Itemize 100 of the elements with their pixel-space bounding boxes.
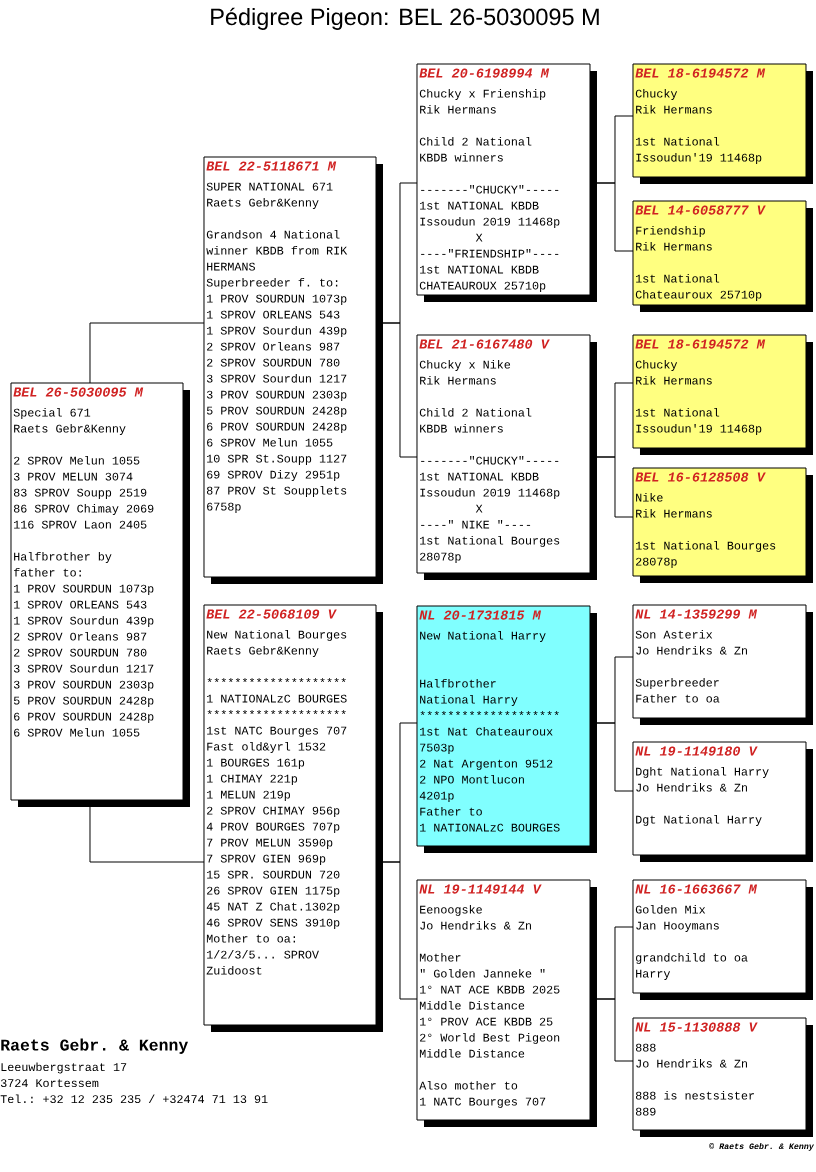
ring-number: NL 15-1130888 V <box>635 1022 758 1032</box>
pedigree-text: 7 PROV MELUN 3590p <box>207 838 333 849</box>
pedigree-text: 1st National <box>636 274 720 283</box>
pedigree-text: 1 NATIONALzC BOURGES <box>207 694 347 703</box>
ring-number: NL 20-1731815 M <box>419 610 542 620</box>
pedigree-text: 5 PROV SOURDUN 2428p <box>13 696 154 707</box>
pedigree-text: Chucky <box>635 360 678 371</box>
pedigree-text: father to: <box>14 568 81 577</box>
pedigree-text: Chucky x Nike <box>419 360 511 371</box>
pedigree-text: 1 PROV SOURDUN 1073p <box>207 294 347 305</box>
pedigree-text: National Harry <box>420 695 518 706</box>
pedigree-text: Chateauroux 25710p <box>635 290 762 301</box>
pedigree-text: 2° World Best Pigeon <box>420 1033 560 1044</box>
pedigree-text: Jo Hendriks & Zn <box>636 783 747 792</box>
ring-number: BEL 21-6167480 V <box>419 339 550 349</box>
pedigree-text: 1 BOURGES 161p <box>207 758 305 769</box>
pedigree-card <box>203 156 383 584</box>
ring-number: BEL 18-6194572 M <box>635 339 766 349</box>
pedigree-card <box>632 604 813 725</box>
pedigree-text: New National Harry <box>420 631 546 642</box>
pedigree-card <box>632 1017 813 1137</box>
pedigree-text: 1st NATIONAL KBDB <box>420 472 539 481</box>
pedigree-text: 46 SPROV SENS 3910p <box>206 918 340 929</box>
pedigree-text: -------"CHUCKY"----- <box>421 185 559 194</box>
pedigree-text: 889 <box>635 1107 656 1116</box>
pedigree-text: Rik Hermans <box>420 105 496 114</box>
pedigree-text: Rik Hermans <box>636 105 712 114</box>
pedigree-text: Issoudun'19 11468p <box>636 153 762 164</box>
address-line: Leeuwbergstraat 17 <box>1 1062 127 1074</box>
pedigree-text: Issoudun 2019 11468p <box>420 217 560 228</box>
pedigree-text: Grandson 4 National <box>206 230 340 239</box>
pedigree-text: 7503p <box>420 743 454 754</box>
pedigree-card <box>632 467 813 583</box>
address-line: 3724 Kortessem <box>0 1079 99 1088</box>
pedigree-text: Jo Hendriks & Zn <box>420 921 531 930</box>
pedigree-text: " Golden Janneke " <box>420 969 545 978</box>
pedigree-text: 888 <box>635 1043 656 1052</box>
pedigree-text: Raets Gebr&Kenny <box>14 424 126 435</box>
pedigree-text: 1° PROV ACE KBDB 25 <box>420 1017 553 1026</box>
pedigree-text: KBDB winners <box>420 424 503 433</box>
pedigree-text: Middle Distance <box>419 1001 525 1010</box>
phone-line: Tel.: +32 12 235 235 / +32474 71 13 91 <box>0 1094 268 1104</box>
pedigree-text: 116 SPROV Laon 2405 <box>14 520 147 529</box>
pedigree-text: Eenoogske <box>420 905 482 916</box>
copyright-notice: © Raets Gebr. & Kenny <box>709 1143 815 1151</box>
pedigree-text: 1 CHIMAY 221p <box>207 774 298 785</box>
pedigree-text: 45 NAT Z Chat.1302p <box>206 902 340 913</box>
ring-number: NL 16-1663667 M <box>635 884 758 894</box>
pedigree-text: 1 SPROV ORLEANS 543 <box>14 600 147 609</box>
owner-name: Raets Gebr. & Kenny <box>1 1038 188 1054</box>
pedigree-text: SUPER NATIONAL 671 <box>206 182 333 191</box>
connector-line <box>596 456 634 518</box>
pedigree-text: 28078p <box>420 552 461 563</box>
pedigree-text: 4201p <box>419 791 454 802</box>
pedigree-text: 1 SPROV ORLEANS 543 <box>207 310 340 319</box>
pedigree-text: Golden Mix <box>635 905 706 914</box>
pedigree-card <box>632 879 813 1000</box>
pedigree-card <box>416 63 597 302</box>
pedigree-text: 3 PROV SOURDUN 2303p <box>206 390 347 401</box>
pedigree-text: Halfbrother <box>420 679 496 688</box>
pedigree-text: Dght National Harry <box>636 767 769 778</box>
pedigree-text: 1st National Bourges <box>636 541 776 552</box>
pedigree-text: 1 SPROV Sourdun 439p <box>207 326 347 337</box>
pedigree-text: Child 2 National <box>419 408 532 417</box>
pedigree-text: 2 SPROV SOURDUN 780 <box>207 358 340 367</box>
pedigree-text: Special 671 <box>13 408 91 419</box>
pedigree-text: Father to oa <box>636 694 720 703</box>
connector-line <box>596 182 634 252</box>
pedigree-text: Raets Gebr&Kenny <box>207 198 319 209</box>
ring-number: BEL 22-5068109 V <box>206 609 337 619</box>
pedigree-text: 10 SPR St.Soupp 1127 <box>207 454 347 465</box>
pedigree-text: 6 PROV SOURDUN 2428p <box>14 712 154 723</box>
ring-number: BEL 20-6198994 M <box>419 68 550 78</box>
pedigree-text: 2 NPO Montlucon <box>420 775 524 784</box>
pedigree-card <box>203 604 383 1032</box>
pedigree-text: X <box>475 504 483 513</box>
pedigree-text: 3 SPROV Sourdun 1217 <box>13 664 154 673</box>
pedigree-text: grandchild to oa <box>636 953 748 964</box>
pedigree-text: Rik Hermans <box>420 376 496 385</box>
pedigree-text: 1st National Bourges <box>420 536 560 547</box>
pedigree-text: 15 SPR. SOURDUN 720 <box>207 870 340 879</box>
pedigree-text: 1st National <box>636 408 720 417</box>
pedigree-text: X <box>475 233 483 242</box>
pedigree-text: Jo Hendriks & Zn <box>636 646 747 655</box>
pedigree-card <box>632 334 813 455</box>
pedigree-text: Mother <box>419 953 461 962</box>
pedigree-text: 3 PROV SOURDUN 2303p <box>13 680 154 691</box>
pedigree-text: HERMANS <box>207 262 255 271</box>
ring-number: NL 19-1149180 V <box>635 746 758 756</box>
pedigree-text: Halfbrother by <box>14 552 112 563</box>
pedigree-text: CHATEAUROUX 25710p <box>419 281 546 292</box>
pedigree-text: Fast old&yrl 1532 <box>207 742 326 753</box>
pedigree-text: 888 is nestsister <box>635 1091 754 1100</box>
ring-number: BEL 18-6194572 M <box>635 68 766 78</box>
pedigree-text: 6 SPROV Melun 1055 <box>14 728 140 737</box>
pedigree-text: 83 SPROV Soupp 2519 <box>13 488 147 499</box>
pedigree-text: 69 SPROV Dizy 2951p <box>207 470 340 481</box>
pedigree-text: 1 NATIONALzC BOURGES <box>420 823 560 832</box>
ring-number: BEL 22-5118671 M <box>206 161 337 171</box>
pedigree-text: Son Asterix <box>635 630 713 639</box>
